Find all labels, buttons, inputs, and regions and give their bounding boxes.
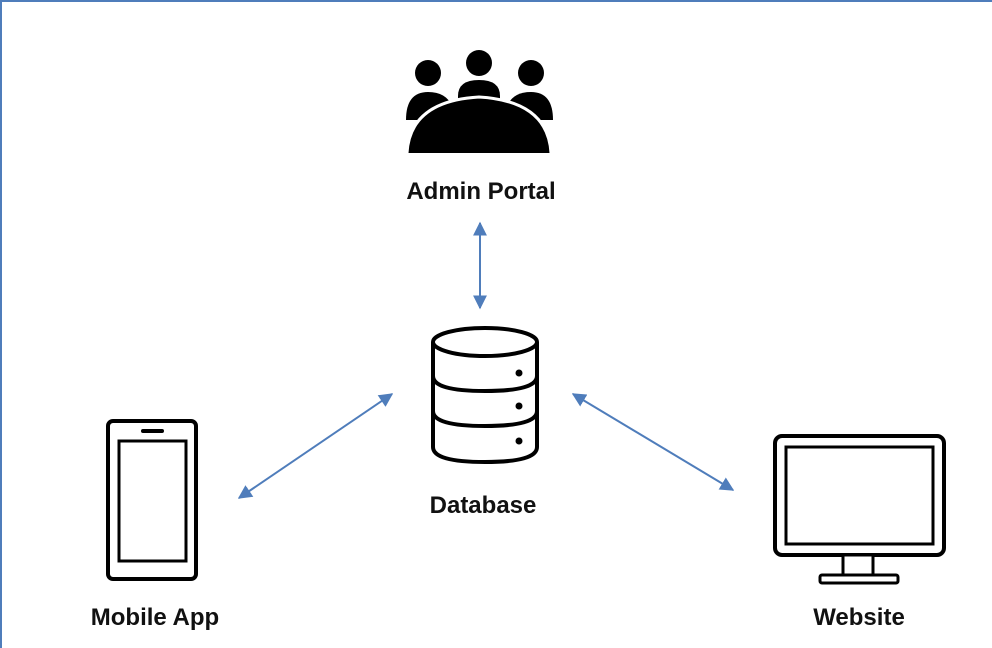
admin-portal-label: Admin Portal <box>406 178 556 205</box>
smartphone-icon <box>106 419 198 581</box>
users-group-icon <box>405 50 553 154</box>
website-label: Website <box>813 604 905 631</box>
database-label: Database <box>429 492 537 519</box>
connector-database-website <box>571 393 735 491</box>
database-icon <box>431 326 539 465</box>
mobile-app-label: Mobile App <box>90 604 220 631</box>
monitor-icon <box>773 434 946 585</box>
connector-database-mobile-app <box>237 393 394 499</box>
